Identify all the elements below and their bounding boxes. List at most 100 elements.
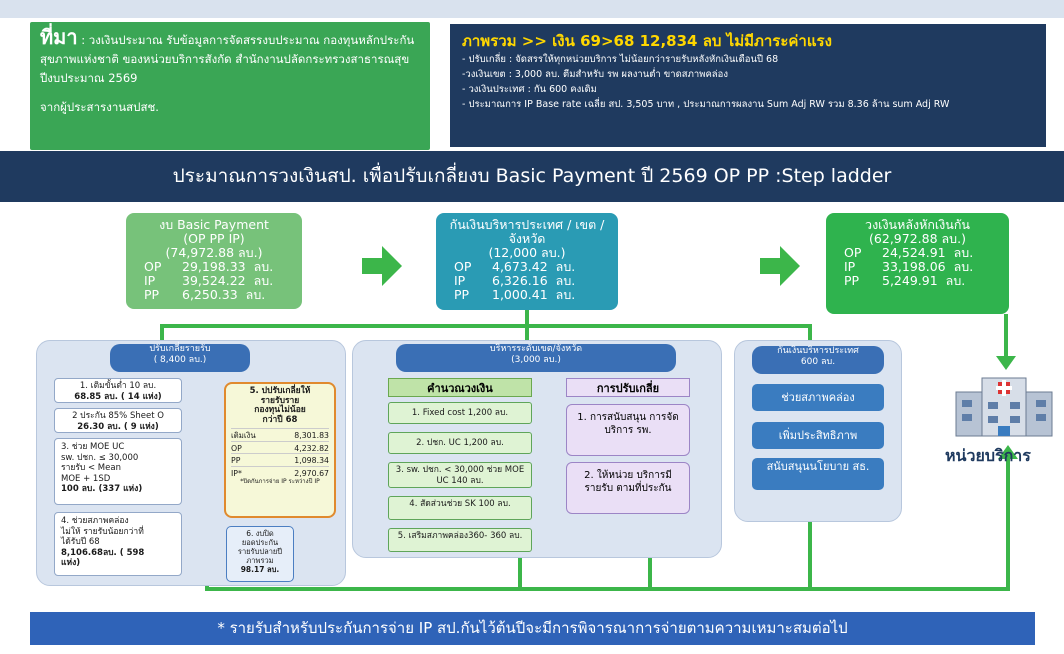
row-value: 33,198.06: [882, 259, 946, 274]
step-text: 68.85 ลบ. ( 14 แห่ง): [74, 391, 162, 402]
step-text: sw. ปชก. ≤ 30,000: [61, 452, 139, 463]
row-key: PP: [144, 287, 160, 302]
calc-item: 2. ปชก. UC 1,200 ลบ.: [388, 432, 532, 454]
row-unit: ลบ.: [245, 287, 266, 302]
step-text: 26.30 ลบ. ( 9 แห่ง): [77, 421, 159, 432]
reserve-title: กันเงินบริหารประเทศ / เขต /จังหวัด: [449, 217, 605, 246]
step-text: ยอดประกัน: [241, 538, 279, 547]
reserve-row: PP 1,000.41 ลบ.: [440, 288, 614, 302]
step-text: รายรับ < Mean: [61, 463, 121, 473]
row-key: PP: [231, 456, 241, 465]
title-bar: ประมาณการวงเงินสป. เพื่อปรับเกลี่ยงบ Bas…: [0, 151, 1064, 202]
adjust-title: การปรับเกลี่ย: [566, 378, 690, 397]
after-row: OP 24,524.91 ลบ.: [830, 246, 1005, 260]
row-key: เติมเงิน: [231, 431, 256, 440]
connector-line: [525, 324, 529, 342]
step-text: 5. ปปรับเกลี่ยให้: [249, 386, 311, 396]
top-strip: [0, 0, 1064, 18]
step-box-3: 3. ช่วย MOE UC sw. ปชก. ≤ 30,000 รายรับ …: [54, 438, 182, 505]
reserve-card: กันเงินบริหารประเทศ / เขต /จังหวัด (12,0…: [436, 213, 618, 310]
income-adjust-header: ปรับเกลี่ยรายรับ ( 8,400 ลบ.): [110, 344, 250, 372]
row-key: OP: [231, 443, 242, 453]
calc-item: 4. สัดส่วนช่วย SK 100 ลบ.: [388, 496, 532, 520]
service-unit-label: หน่วยบริการ: [945, 446, 1031, 465]
connector-line: [648, 555, 652, 590]
row-value: 8,301.83: [294, 431, 329, 440]
arrow-up-icon: [998, 445, 1018, 459]
row-key: PP: [844, 273, 860, 288]
basic-sub: (OP PP IP): [183, 231, 245, 246]
source-box: ที่มา : วงเงินประมาณ รับข้อมูลการจัดสรรง…: [30, 22, 430, 150]
footer-note: * รายรับสำหรับประกันการจ่าย IP สป.กันไว้…: [30, 612, 1035, 645]
basic-payment-card: งบ Basic Payment (OP PP IP) (74,972.88 ล…: [126, 213, 302, 309]
row-unit: ลบ.: [555, 273, 576, 288]
step-text: 6. งบปิด: [246, 529, 274, 538]
after-total: (62,972.88 ลบ.): [869, 231, 966, 246]
reserve-total: (12,000 ลบ.): [488, 245, 566, 260]
row-value: 1,000.41: [492, 287, 548, 302]
basic-title: งบ Basic Payment: [159, 217, 269, 232]
row-value: 39,524.22: [182, 273, 246, 288]
arrow-right-icon: [362, 246, 402, 286]
adjust-item: 2. ให้หน่วย บริการมีรายรับ ตามที่ประกัน: [566, 462, 690, 514]
hospital-icon: [955, 377, 1053, 437]
step-text: 100 ลบ. (337 แห่ง): [61, 484, 143, 494]
step-box-5: 5. ปปรับเกลี่ยให้ รายรับราย กองทุนไม่น้อ…: [224, 382, 336, 518]
row-value: 24,524.91: [882, 245, 946, 260]
panel-header-sub: 600 ลบ.: [800, 357, 836, 367]
step-box-1: 1. เติมขั้นต่ำ 10 ลบ. 68.85 ลบ. ( 14 แห่…: [54, 378, 182, 403]
row-key: OP: [454, 259, 472, 274]
calc-item: 1. Fixed cost 1,200 ลบ.: [388, 402, 532, 424]
step-text: 1. เติมขั้นต่ำ 10 ลบ.: [79, 381, 157, 391]
step5-note: *ปิดกันการจ่าย IP ระหว่างปี IP: [240, 478, 320, 485]
calc-title: คำนวณวงเงิน: [388, 378, 532, 397]
overview-item: - ปรับเกลี่ย : จัดสรรให้ทุกหน่วยบริการ ไ…: [462, 54, 779, 65]
row-unit: ลบ.: [253, 259, 274, 274]
connector-line: [518, 555, 522, 590]
row-value: 4,673.42: [492, 259, 548, 274]
row-key: IP: [844, 259, 856, 274]
connector-line: [1006, 455, 1010, 591]
calc-item: 5. เสริมสภาพคล่อง360- 360 ลบ.: [388, 528, 532, 552]
row-key: OP: [844, 245, 862, 260]
basic-total: (74,972.88 ลบ.): [165, 245, 263, 260]
step5-row: IP*2,970.67: [231, 465, 329, 479]
overview-title: ภาพรวม >> เงิน 69>68 12,834 ลบ ไม่มีภาระ…: [462, 32, 832, 50]
arrow-down-icon: [996, 356, 1016, 370]
step-text: 3. ช่วย MOE UC: [61, 442, 125, 452]
step-text: 8,106.68ลบ. ( 598: [61, 547, 145, 558]
arrow-right-icon: [760, 246, 800, 286]
step-box-2: 2 ประกัน 85% Sheet O 26.30 ลบ. ( 9 แห่ง): [54, 408, 182, 433]
source-from: จากผู้ประสารงานสปสช.: [40, 100, 159, 114]
step-text: รายรับราย: [260, 395, 300, 406]
step-text: 4. ช่วยสภาพคล่อง: [61, 516, 129, 526]
step-text: แห่ง): [61, 558, 81, 568]
step-text: 98.17 ลบ.: [240, 565, 280, 574]
overview-item: - วงเงินประเทศ : กัน 600 คงเดิม: [462, 84, 597, 95]
row-key: PP: [454, 287, 470, 302]
panel-header-label: กันเงินบริหารประเทศ: [777, 346, 859, 356]
step-box-6: 6. งบปิด ยอดประกัน รายรับปลายปี ภาพรวม 9…: [226, 526, 294, 582]
row-value: 6,250.33: [182, 287, 238, 302]
step-text: กว่าปี 68: [262, 414, 298, 425]
row-key: IP*: [231, 468, 242, 478]
row-unit: ลบ.: [555, 287, 576, 302]
panel-header-label: ปรับเกลี่ยรายรับ: [149, 344, 211, 354]
row-value: 4,232.82: [294, 443, 329, 453]
connector-line: [205, 587, 1010, 591]
step5-row: เติมเงิน 8,301.83: [231, 428, 329, 441]
row-unit: ลบ.: [945, 273, 966, 288]
basic-row: PP 6,250.33 ลบ.: [130, 288, 298, 302]
row-key: OP: [144, 259, 162, 274]
national-item: ช่วยสภาพคล่อง: [752, 384, 884, 411]
row-unit: ลบ.: [953, 245, 974, 260]
source-label: ที่มา: [40, 25, 78, 49]
connector-line: [160, 324, 810, 328]
calc-item: 3. sw. ปชก. < 30,000 ช่วย MOE UC 140 ลบ.: [388, 462, 532, 488]
step-text: ได้รับปี 68: [61, 537, 100, 547]
